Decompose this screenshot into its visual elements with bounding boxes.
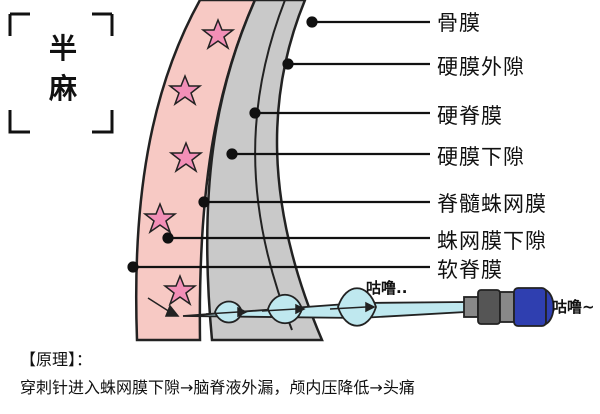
label-subarachnoid-space: 蛛网膜下隙 bbox=[437, 229, 547, 253]
sound-fluid: 咕噜.. bbox=[366, 279, 408, 297]
label-subdural-space: 硬膜下隙 bbox=[437, 145, 525, 169]
label-dura-mater: 硬脊膜 bbox=[437, 104, 503, 128]
dura-layer bbox=[205, 0, 324, 342]
title-line-2: 麻 bbox=[48, 72, 77, 105]
star-icon bbox=[168, 140, 204, 173]
star-icon bbox=[162, 273, 198, 306]
needle bbox=[147, 287, 466, 327]
label-periosteum: 骨膜 bbox=[437, 11, 481, 35]
sound-syringe: 咕噜~ bbox=[552, 298, 595, 316]
label-arachnoid: 脊髓蛛网膜 bbox=[437, 192, 547, 216]
star-icon bbox=[142, 201, 178, 234]
title: 半 麻 bbox=[43, 32, 83, 106]
star-group bbox=[142, 17, 236, 306]
pia-line bbox=[254, 0, 293, 331]
pointer-lines bbox=[127, 16, 430, 273]
label-epidural-space: 硬膜外隙 bbox=[437, 55, 525, 79]
label-pia-mater: 软脊膜 bbox=[437, 258, 503, 282]
star-icon bbox=[167, 73, 203, 106]
principle-heading: 【原理】： bbox=[20, 350, 93, 369]
title-line-1: 半 bbox=[48, 32, 77, 65]
principle-text: 穿刺针进入蛛网膜下隙→脑脊液外漏，颅内压降低→头痛 bbox=[20, 378, 415, 397]
title-frame bbox=[8, 12, 114, 134]
star-icon bbox=[200, 17, 236, 50]
syringe bbox=[463, 287, 555, 327]
